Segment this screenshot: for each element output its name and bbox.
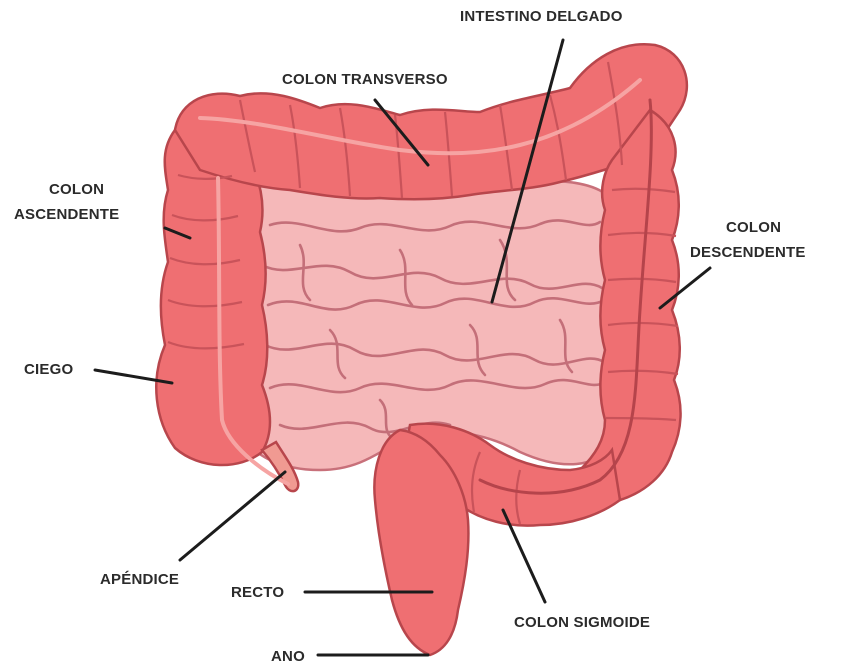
label-colon-descendente-line1: COLON [726,219,781,236]
label-apendice: APÉNDICE [100,571,179,588]
label-ciego: CIEGO [24,361,73,378]
label-colon-sigmoide: COLON SIGMOIDE [514,614,650,631]
label-colon-transverso: COLON TRANSVERSO [282,71,448,88]
label-ano: ANO [271,648,305,665]
label-colon-descendente-line2: DESCENDENTE [690,244,806,261]
leader-apendice [180,472,285,560]
label-recto: RECTO [231,584,284,601]
label-colon-ascendente-line2: ASCENDENTE [14,206,119,223]
label-intestino-delgado: INTESTINO DELGADO [460,8,623,25]
label-colon-ascendente-line1: COLON [49,181,104,198]
